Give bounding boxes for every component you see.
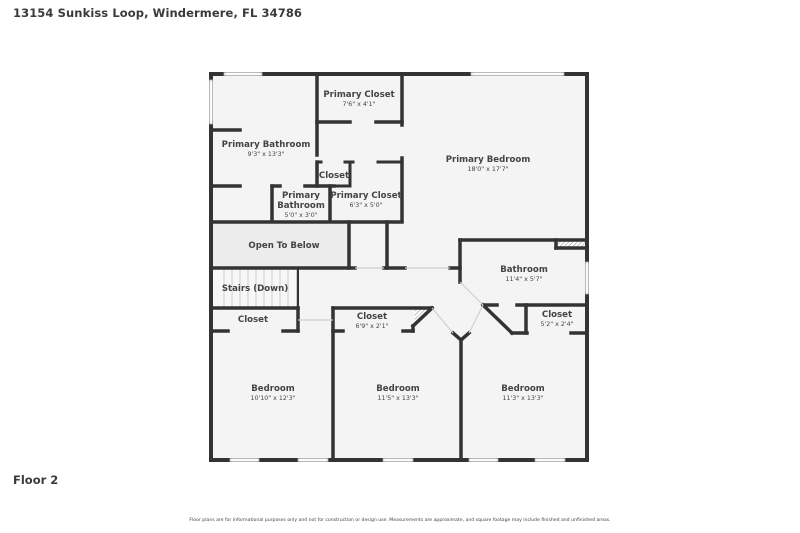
room-open-to-below: Open To Below <box>248 241 319 251</box>
room-bedroom-2: Bedroom 11'5" x 13'3" <box>376 384 420 402</box>
room-dimensions: 5'0" x 3'0" <box>284 212 317 219</box>
disclaimer-text: Floor plans are for informational purpos… <box>189 518 611 523</box>
hatched-shaft <box>558 240 585 247</box>
room-dimensions: 10'10" x 12'3" <box>250 395 295 402</box>
room-primary-closet-mid: Primary Closet 6'3" x 5'0" <box>330 191 401 209</box>
room-closet-right: Closet 5'2" x 2'4" <box>540 310 573 328</box>
room-name: Open To Below <box>248 241 319 251</box>
room-dimensions: 6'9" x 2'1" <box>355 323 388 330</box>
door-openings <box>298 267 484 334</box>
room-name: Bedroom <box>376 384 420 394</box>
room-name: Closet <box>238 315 268 325</box>
room-closet-small: Closet <box>319 171 349 181</box>
room-name: Primary <box>282 191 320 201</box>
room-closet-left: Closet <box>238 315 268 325</box>
room-stairs: Stairs (Down) <box>222 284 288 294</box>
room-primary-bathroom: Primary Bathroom 9'3" x 13'3" <box>222 140 311 158</box>
room-name: Closet <box>319 171 349 181</box>
room-primary-closet-top: Primary Closet 7'6" x 4'1" <box>323 90 394 108</box>
room-bedroom-1: Bedroom 10'10" x 12'3" <box>250 384 295 402</box>
room-primary-bedroom: Primary Bedroom 18'0" x 17'7" <box>446 155 531 173</box>
room-dimensions: 5'2" x 2'4" <box>540 321 573 328</box>
windows <box>209 72 589 462</box>
floor-label: Floor 2 <box>13 473 59 487</box>
room-name: Closet <box>357 312 387 322</box>
room-name: Bedroom <box>251 384 295 394</box>
room-dimensions: 18'0" x 17'7" <box>467 166 508 173</box>
room-bedroom-3: Bedroom 11'3" x 13'3" <box>501 384 545 402</box>
property-address: 13154 Sunkiss Loop, Windermere, FL 34786 <box>13 6 303 20</box>
open-to-below-area <box>213 224 349 268</box>
room-name: Primary Closet <box>323 90 394 100</box>
room-name: Primary Closet <box>330 191 401 201</box>
room-name: Bathroom <box>277 201 325 211</box>
room-name: Primary Bathroom <box>222 140 311 150</box>
room-dimensions: 11'4" x 5'7" <box>505 276 542 283</box>
room-name: Bedroom <box>501 384 545 394</box>
room-dimensions: 11'3" x 13'3" <box>502 395 543 402</box>
room-name: Bathroom <box>500 265 548 275</box>
room-name: Primary Bedroom <box>446 155 531 165</box>
room-primary-bathroom-small: Primary Bathroom 5'0" x 3'0" <box>277 191 325 219</box>
room-name: Closet <box>542 310 572 320</box>
room-name: Stairs (Down) <box>222 284 288 294</box>
stairs-treads <box>213 270 298 308</box>
walls <box>209 72 589 462</box>
room-dimensions: 7'6" x 4'1" <box>342 101 375 108</box>
room-closet-center: Closet 6'9" x 2'1" <box>355 312 388 330</box>
room-dimensions: 11'5" x 13'3" <box>377 395 418 402</box>
room-bathroom: Bathroom 11'4" x 5'7" <box>500 265 548 283</box>
room-dimensions: 9'3" x 13'3" <box>247 151 284 158</box>
room-dimensions: 6'3" x 5'0" <box>349 202 382 209</box>
